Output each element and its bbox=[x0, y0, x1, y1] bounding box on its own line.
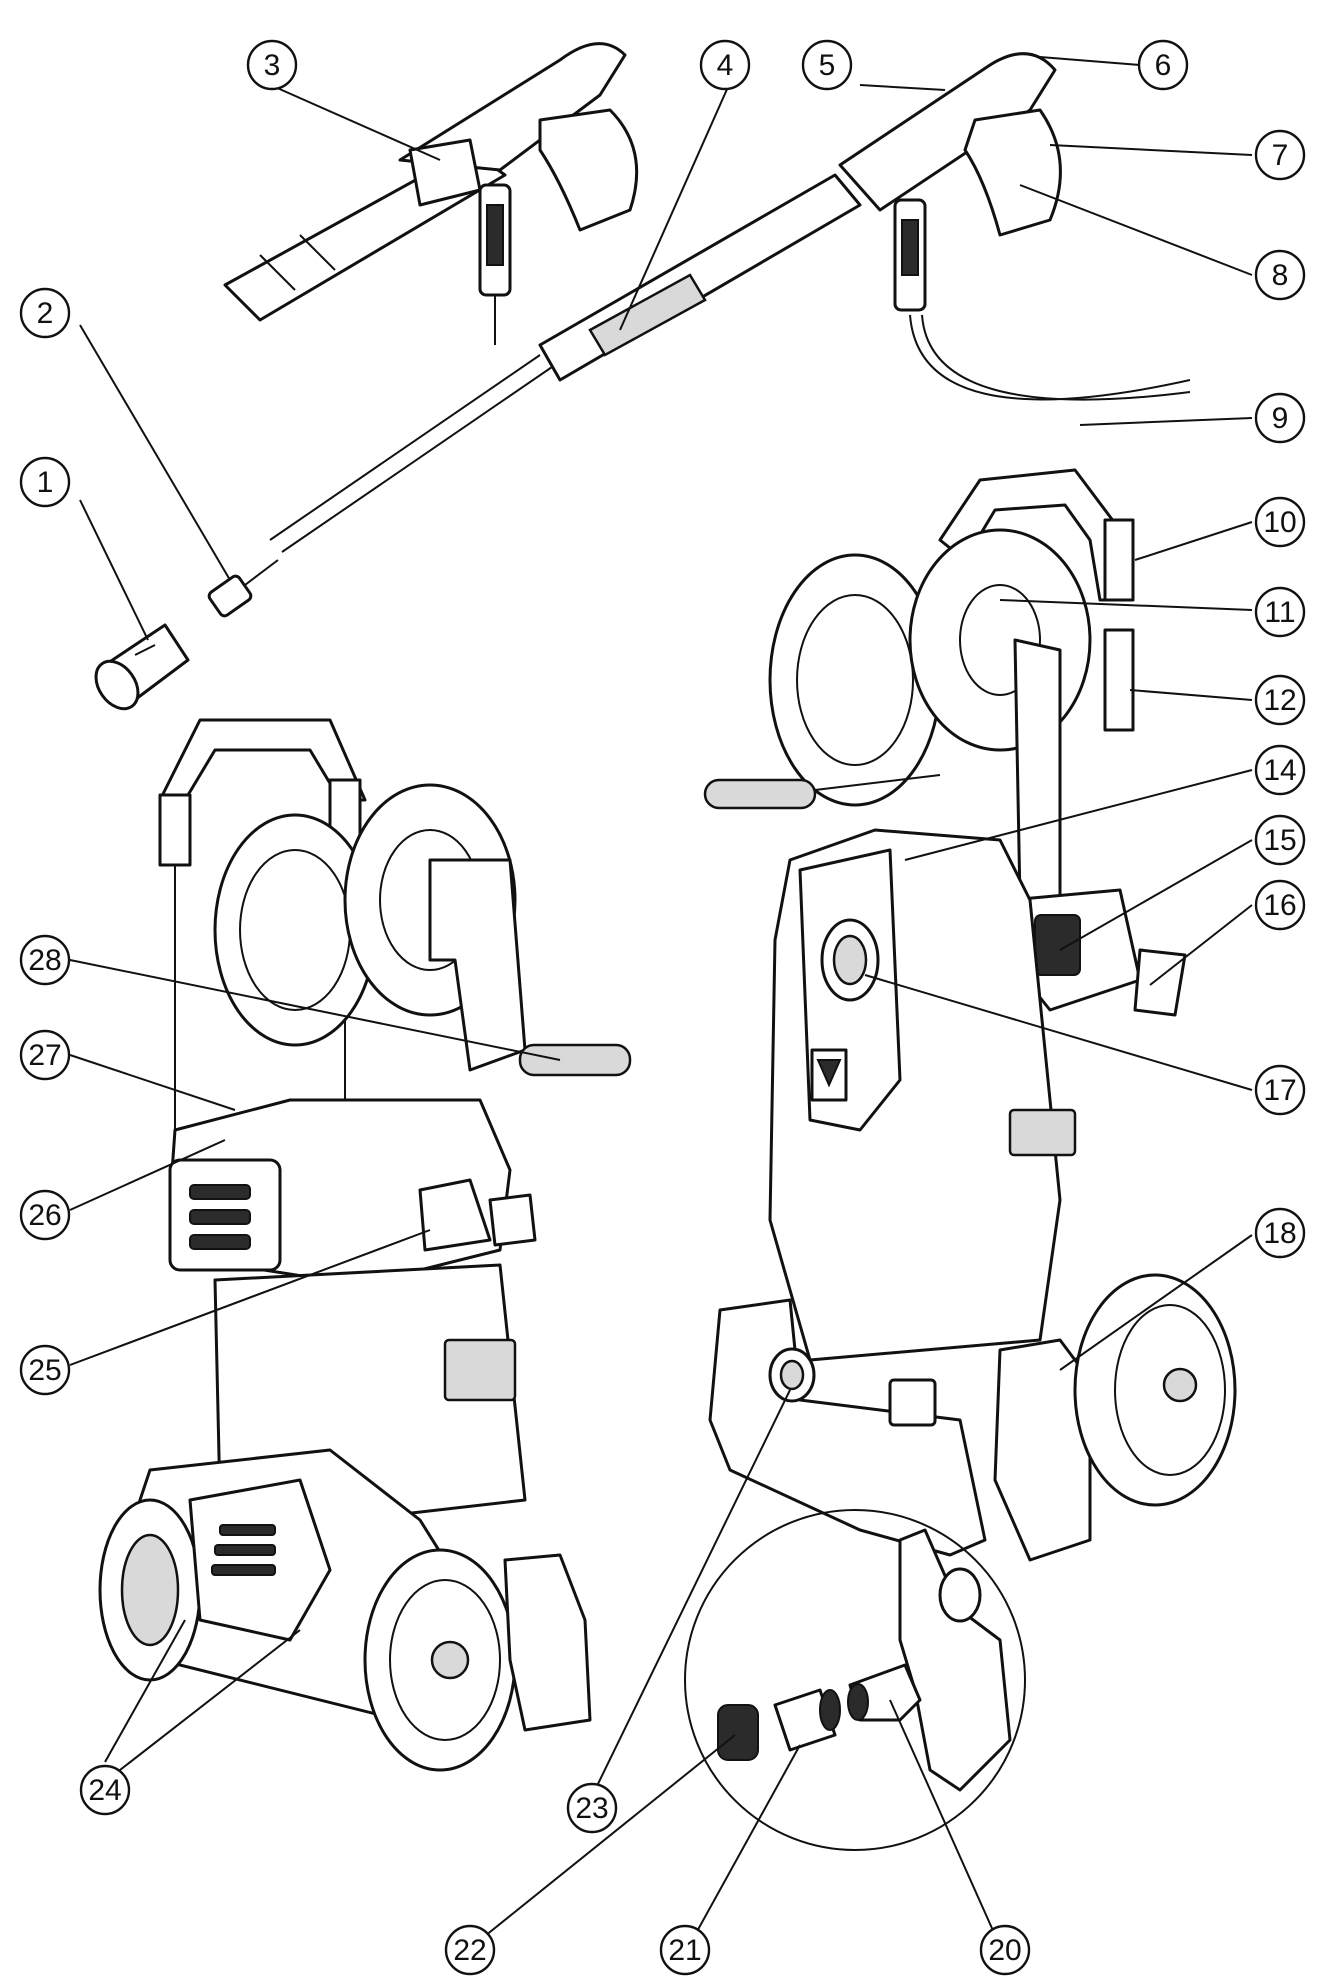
svg-text:11: 11 bbox=[1264, 596, 1295, 629]
callout-4: 4 bbox=[699, 39, 751, 91]
svg-text:21: 21 bbox=[668, 1934, 701, 1967]
svg-text:22: 22 bbox=[453, 1934, 486, 1967]
svg-text:27: 27 bbox=[28, 1039, 61, 1072]
svg-text:3: 3 bbox=[264, 49, 281, 82]
svg-text:12: 12 bbox=[1263, 684, 1296, 717]
callout-20: 20 bbox=[979, 1924, 1031, 1976]
callout-27: 27 bbox=[19, 1029, 71, 1081]
svg-text:23: 23 bbox=[575, 1792, 608, 1825]
callout-24: 24 bbox=[79, 1764, 131, 1816]
svg-text:18: 18 bbox=[1263, 1217, 1296, 1250]
trigger-gun-with-lance bbox=[207, 52, 1191, 618]
callout-7: 7 bbox=[1254, 129, 1306, 181]
svg-text:1: 1 bbox=[37, 466, 54, 499]
callout-23: 23 bbox=[566, 1782, 618, 1834]
svg-text:15: 15 bbox=[1263, 824, 1296, 857]
callout-15: 15 bbox=[1254, 814, 1306, 866]
callout-9: 9 bbox=[1254, 392, 1306, 444]
callout-8: 8 bbox=[1254, 249, 1306, 301]
svg-text:10: 10 bbox=[1263, 506, 1296, 539]
svg-text:7: 7 bbox=[1272, 139, 1289, 172]
callout-28: 28 bbox=[19, 934, 71, 986]
svg-text:20: 20 bbox=[988, 1934, 1021, 1967]
svg-text:5: 5 bbox=[819, 49, 836, 82]
svg-text:26: 26 bbox=[28, 1199, 61, 1232]
callout-18: 18 bbox=[1254, 1207, 1306, 1259]
leader-lines bbox=[69, 56, 1253, 1941]
spray-gun-closeup bbox=[223, 42, 639, 345]
svg-text:17: 17 bbox=[1263, 1074, 1296, 1107]
svg-text:6: 6 bbox=[1155, 49, 1172, 82]
svg-text:4: 4 bbox=[717, 49, 734, 82]
callout-5: 5 bbox=[801, 39, 853, 91]
svg-text:28: 28 bbox=[28, 944, 61, 977]
callout-25: 25 bbox=[19, 1344, 71, 1396]
callout-26: 26 bbox=[19, 1189, 71, 1241]
callout-14: 14 bbox=[1254, 744, 1306, 796]
callout-16: 16 bbox=[1254, 879, 1306, 931]
callout-21: 21 bbox=[659, 1924, 711, 1976]
svg-text:14: 14 bbox=[1263, 754, 1296, 787]
callout-11: 11 bbox=[1254, 586, 1306, 638]
nozzle-cap bbox=[94, 623, 190, 711]
pressure-washer-front-view bbox=[703, 468, 1237, 1562]
svg-text:25: 25 bbox=[28, 1354, 61, 1387]
svg-text:9: 9 bbox=[1272, 402, 1289, 435]
svg-text:24: 24 bbox=[88, 1774, 121, 1807]
pressure-washer-rear-view bbox=[98, 718, 632, 1772]
callout-17: 17 bbox=[1254, 1064, 1306, 1116]
svg-text:2: 2 bbox=[37, 297, 54, 330]
callout-2: 2 bbox=[19, 287, 71, 339]
callout-12: 12 bbox=[1254, 674, 1306, 726]
callout-10: 10 bbox=[1254, 496, 1306, 548]
svg-text:8: 8 bbox=[1272, 259, 1289, 292]
callout-3: 3 bbox=[246, 39, 298, 91]
svg-text:16: 16 bbox=[1263, 889, 1296, 922]
callout-6: 6 bbox=[1137, 39, 1189, 91]
callout-22: 22 bbox=[444, 1924, 496, 1976]
inlet-detail-circle bbox=[684, 1509, 1026, 1851]
callout-1: 1 bbox=[19, 456, 71, 508]
